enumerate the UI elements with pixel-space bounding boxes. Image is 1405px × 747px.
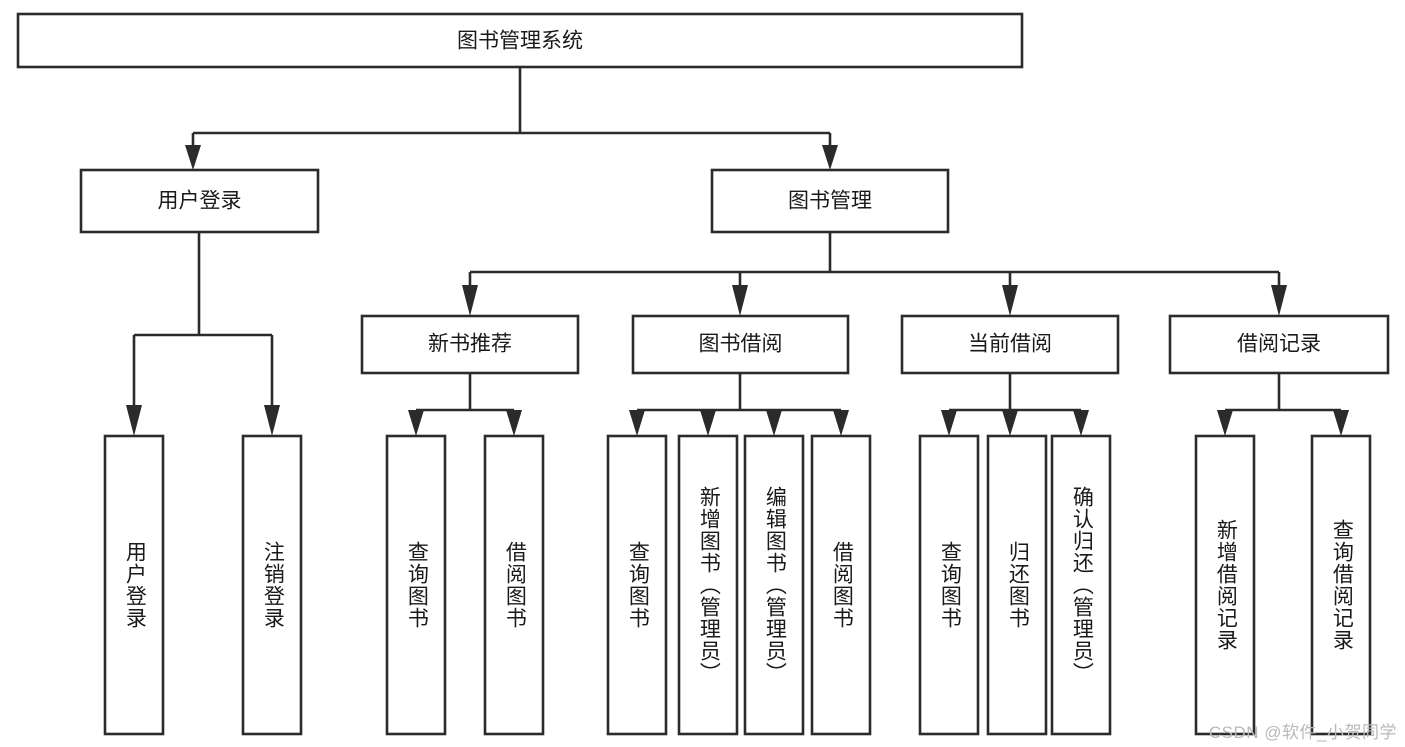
node-box-leaf-re-query-record[interactable] — [1310, 434, 1372, 736]
arrowhead-cu-1 — [941, 410, 957, 436]
arrowhead-book-mgmt — [822, 145, 838, 170]
node-box-leaf-user-login[interactable] — [103, 434, 165, 736]
arrowhead-nb-1 — [408, 410, 424, 436]
arrowhead-user-login — [185, 145, 201, 170]
node-box-leaf-bo-borrow-book[interactable] — [810, 434, 872, 736]
arrowhead-borrow — [732, 285, 748, 316]
node-box-leaf-cu-query-book[interactable] — [918, 434, 980, 736]
arrowhead-bo-1 — [629, 410, 645, 436]
node-box-leaf-re-add-record[interactable] — [1194, 434, 1256, 736]
node-box-leaf-cu-confirm-return[interactable] — [1050, 434, 1112, 736]
csdn-watermark: CSDN @软件_小贺同学 — [1208, 723, 1397, 742]
arrowhead-leaf-logout — [264, 405, 280, 436]
node-label-user-login: 用户登录 — [158, 190, 242, 213]
node-box-user-login[interactable] — [79, 168, 320, 234]
arrowhead-re-1 — [1217, 410, 1233, 436]
node-box-book-management[interactable] — [710, 168, 950, 234]
connector-group-root-to-level2 — [185, 67, 838, 170]
node-label-new-book-recommend: 新书推荐 — [428, 333, 512, 356]
connector-group-current-leaves — [941, 373, 1089, 436]
arrowhead-new-book — [462, 285, 478, 316]
arrowhead-current — [1002, 285, 1018, 316]
node-label-book-management: 图书管理 — [788, 190, 872, 213]
arrowhead-nb-2 — [506, 410, 522, 436]
node-box-leaf-nb-query-book[interactable] — [385, 434, 447, 736]
connector-group-new-book-leaves — [408, 373, 522, 436]
node-box-leaf-logout[interactable] — [241, 434, 303, 736]
arrowhead-bo-2 — [700, 410, 716, 436]
arrowhead-bo-4 — [833, 410, 849, 436]
node-box-leaf-bo-query-book[interactable] — [606, 434, 668, 736]
node-box-new-book-recommend[interactable] — [360, 314, 580, 375]
node-box-leaf-bo-edit-book[interactable] — [743, 434, 805, 736]
node-box-leaf-cu-return-book[interactable] — [986, 434, 1048, 736]
arrowhead-re-2 — [1333, 410, 1349, 436]
connector-group-records-leaves — [1217, 373, 1349, 436]
arrowhead-cu-2 — [1002, 410, 1018, 436]
node-box-leaf-nb-borrow-book[interactable] — [483, 434, 545, 736]
node-box-leaf-bo-add-book[interactable] — [677, 434, 739, 736]
connector-group-borrow-leaves — [629, 373, 849, 436]
arrowhead-leaf-user-login — [126, 405, 142, 436]
node-box-current-borrow[interactable] — [900, 314, 1120, 375]
arrowhead-cu-3 — [1073, 410, 1089, 436]
node-label-book-borrow: 图书借阅 — [699, 333, 783, 356]
arrowhead-records — [1271, 285, 1287, 316]
node-label-current-borrow: 当前借阅 — [968, 333, 1052, 356]
node-box-book-borrow[interactable] — [631, 314, 850, 375]
connector-group-book-mgmt-to-level3 — [462, 232, 1287, 316]
node-box-borrow-records[interactable] — [1168, 314, 1390, 375]
arrowhead-bo-3 — [766, 410, 782, 436]
node-label-root: 图书管理系统 — [457, 30, 583, 53]
connector-group-user-login-leaves — [126, 232, 280, 436]
node-box-root[interactable] — [16, 12, 1024, 69]
node-label-borrow-records: 借阅记录 — [1237, 333, 1321, 356]
